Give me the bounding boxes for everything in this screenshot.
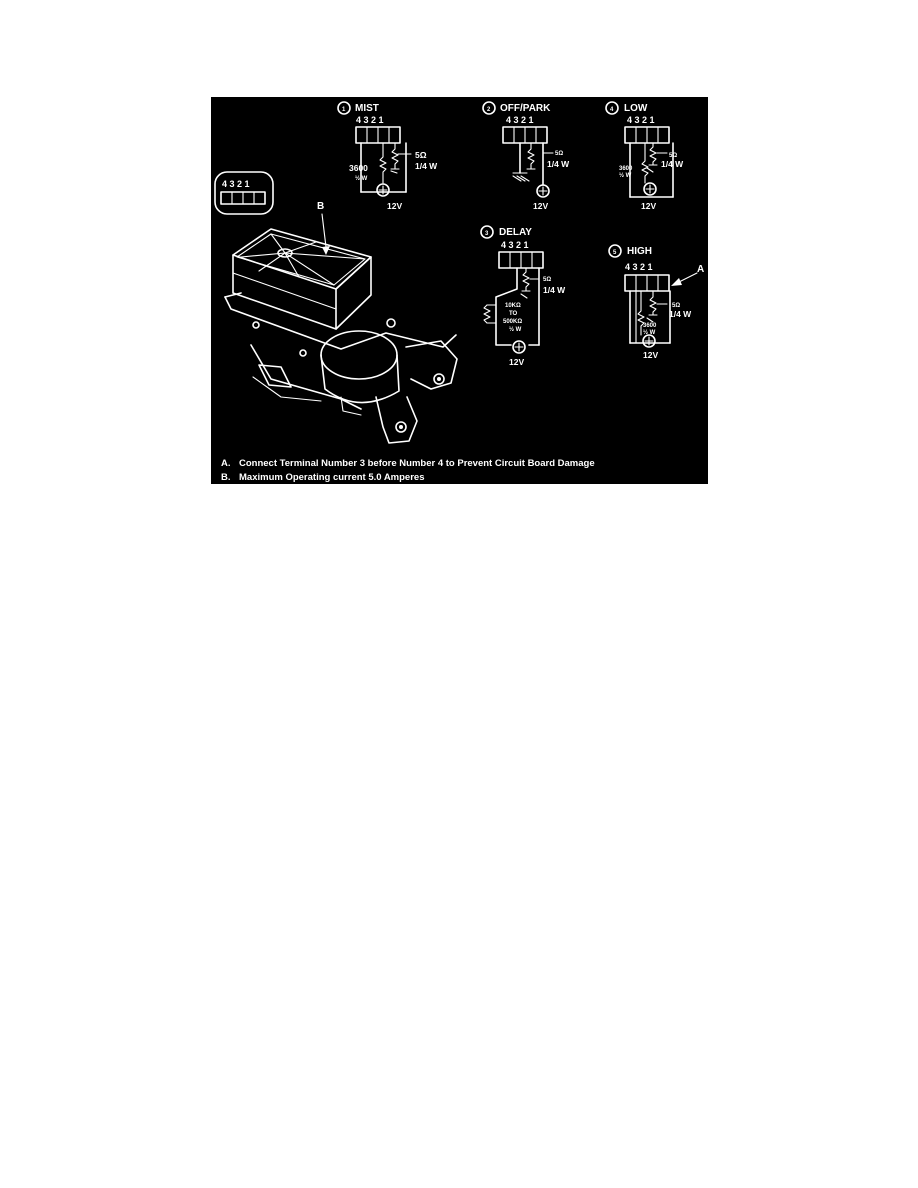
svg-text:1/4 W: 1/4 W <box>415 161 438 171</box>
pin-numbers: 4 3 2 1 <box>501 240 529 250</box>
svg-text:TO: TO <box>509 311 518 317</box>
pin-numbers: 4 3 2 1 <box>625 262 653 272</box>
svg-text:3600: 3600 <box>349 163 368 173</box>
svg-text:5Ω: 5Ω <box>672 303 680 309</box>
svg-text:2: 2 <box>487 107 491 113</box>
diagram-mist: 1 MIST 4 3 2 1 5Ω 1/4 W 3600 ½ W 12V <box>337 101 438 211</box>
inset-pin-numbers: 4 3 2 1 <box>222 179 250 189</box>
diagram-title: HIGH <box>627 246 652 257</box>
wiper-motor-test-figure: 4 3 2 1 <box>211 97 708 484</box>
svg-text:½ W: ½ W <box>643 329 656 336</box>
note-a-text: Connect Terminal Number 3 before Number … <box>239 458 595 469</box>
note-b-key: B. <box>221 472 231 483</box>
notes: A. Connect Terminal Number 3 before Numb… <box>221 458 595 483</box>
diagram-delay: 3 DELAY 4 3 2 1 5Ω 1/4 W 10KΩ TO 500KΩ ½… <box>480 225 566 367</box>
svg-text:12V: 12V <box>533 201 548 211</box>
pin-numbers: 4 3 2 1 <box>356 115 384 125</box>
diagram-high: 5 HIGH 4 3 2 1 5Ω 1/4 W 3600 ½ W 12V <box>608 244 692 360</box>
svg-text:12V: 12V <box>641 201 656 211</box>
pin-numbers: 4 3 2 1 <box>506 115 534 125</box>
callout-b-leader <box>321 213 327 248</box>
diagram-off-park: 2 OFF/PARK 4 3 2 1 5Ω 1/4 W 12V <box>482 101 570 211</box>
svg-text:5: 5 <box>613 250 617 256</box>
svg-text:12V: 12V <box>387 201 402 211</box>
svg-text:½ W: ½ W <box>509 326 522 333</box>
wiper-diagram-svg: 4 3 2 1 <box>214 101 704 483</box>
svg-text:5Ω: 5Ω <box>415 150 427 160</box>
diagram-title: MIST <box>355 103 379 114</box>
svg-text:12V: 12V <box>643 350 658 360</box>
svg-text:3600: 3600 <box>643 323 657 329</box>
svg-text:5Ω: 5Ω <box>669 153 677 159</box>
svg-text:5Ω: 5Ω <box>555 151 563 157</box>
diagram-title: LOW <box>624 103 648 114</box>
callout-b-label: B <box>317 201 324 212</box>
connector-inset: 4 3 2 1 <box>214 171 274 215</box>
diagram-low: 4 LOW 4 3 2 1 5Ω 1/4 W 3600 ½ W 12V <box>605 101 684 211</box>
svg-text:1: 1 <box>342 107 346 113</box>
note-a-key: A. <box>221 458 231 469</box>
svg-text:500KΩ: 500KΩ <box>503 319 522 325</box>
diagram-title: OFF/PARK <box>500 103 551 114</box>
svg-text:10KΩ: 10KΩ <box>505 303 521 309</box>
svg-text:4: 4 <box>610 107 614 113</box>
svg-text:5Ω: 5Ω <box>543 277 551 283</box>
svg-text:1/4 W: 1/4 W <box>547 159 570 169</box>
pin-numbers: 4 3 2 1 <box>627 115 655 125</box>
note-b-text: Maximum Operating current 5.0 Amperes <box>239 472 424 483</box>
svg-text:3600: 3600 <box>619 166 633 172</box>
svg-text:½ W: ½ W <box>619 172 632 179</box>
svg-text:3: 3 <box>485 231 489 237</box>
svg-text:½ W: ½ W <box>355 175 368 182</box>
svg-text:12V: 12V <box>509 357 524 367</box>
wiper-motor-drawing <box>224 228 458 444</box>
svg-text:1/4 W: 1/4 W <box>669 309 692 319</box>
svg-text:1/4 W: 1/4 W <box>543 285 566 295</box>
callout-a-label: A <box>697 264 704 275</box>
svg-text:1/4 W: 1/4 W <box>661 159 684 169</box>
diagram-title: DELAY <box>499 227 532 238</box>
